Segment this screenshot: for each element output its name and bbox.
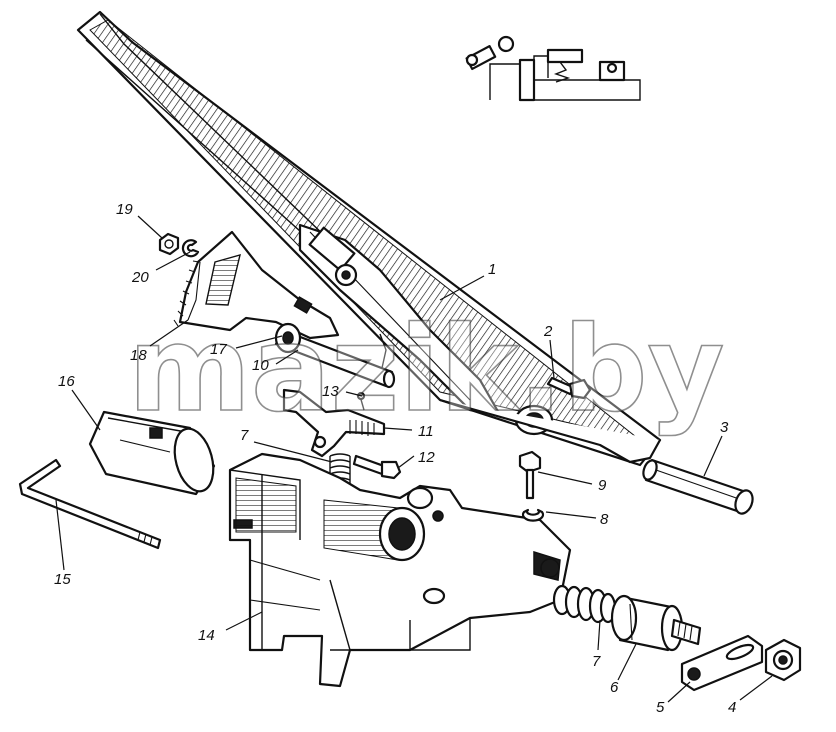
label-8: 8 bbox=[600, 511, 609, 528]
plate-5 bbox=[680, 634, 764, 692]
label-3: 3 bbox=[720, 419, 729, 436]
label-19: 19 bbox=[116, 201, 133, 218]
label-2: 2 bbox=[543, 323, 553, 340]
washer-8 bbox=[521, 508, 545, 522]
bolt-12 bbox=[352, 454, 402, 480]
inset-sketch bbox=[465, 35, 641, 102]
label-16: 16 bbox=[58, 373, 75, 390]
roller-pin bbox=[274, 322, 396, 389]
label-10: 10 bbox=[252, 357, 269, 374]
pin-13 bbox=[356, 391, 366, 411]
label-11: 11 bbox=[418, 423, 434, 440]
label-5: 5 bbox=[656, 699, 665, 716]
washer-20 bbox=[181, 239, 200, 258]
label-7-lower: 7 bbox=[592, 653, 601, 670]
spring-lower bbox=[552, 584, 617, 624]
nut-4 bbox=[764, 638, 802, 682]
label-13: 13 bbox=[322, 383, 339, 400]
part-labels: 1 2 3 4 5 6 7 7 8 9 10 11 12 13 14 15 16… bbox=[54, 201, 736, 716]
bracket-11 bbox=[282, 388, 386, 458]
toothed-sector bbox=[173, 230, 340, 340]
tube-3 bbox=[642, 458, 754, 515]
label-14: 14 bbox=[198, 627, 215, 644]
leader-lines bbox=[55, 215, 773, 703]
cylinder-6 bbox=[610, 594, 702, 652]
label-17: 17 bbox=[210, 341, 227, 358]
roller-16 bbox=[88, 410, 216, 496]
label-12: 12 bbox=[418, 449, 435, 466]
label-15: 15 bbox=[54, 571, 71, 588]
nut-19 bbox=[158, 232, 180, 256]
label-9: 9 bbox=[598, 477, 607, 494]
label-18: 18 bbox=[130, 347, 147, 364]
l-rod-15 bbox=[18, 458, 162, 550]
label-6: 6 bbox=[610, 679, 619, 696]
bolt-9 bbox=[518, 450, 542, 500]
label-7-upper: 7 bbox=[240, 427, 249, 444]
watermark-text: mazik.by bbox=[128, 300, 724, 438]
label-20: 20 bbox=[131, 269, 149, 286]
label-1: 1 bbox=[488, 261, 496, 278]
bolt-2 bbox=[546, 376, 592, 400]
pedal-lever bbox=[76, 10, 662, 467]
cotter-pin bbox=[379, 333, 387, 369]
bracket-body-14 bbox=[228, 452, 572, 688]
label-4: 4 bbox=[728, 699, 736, 716]
